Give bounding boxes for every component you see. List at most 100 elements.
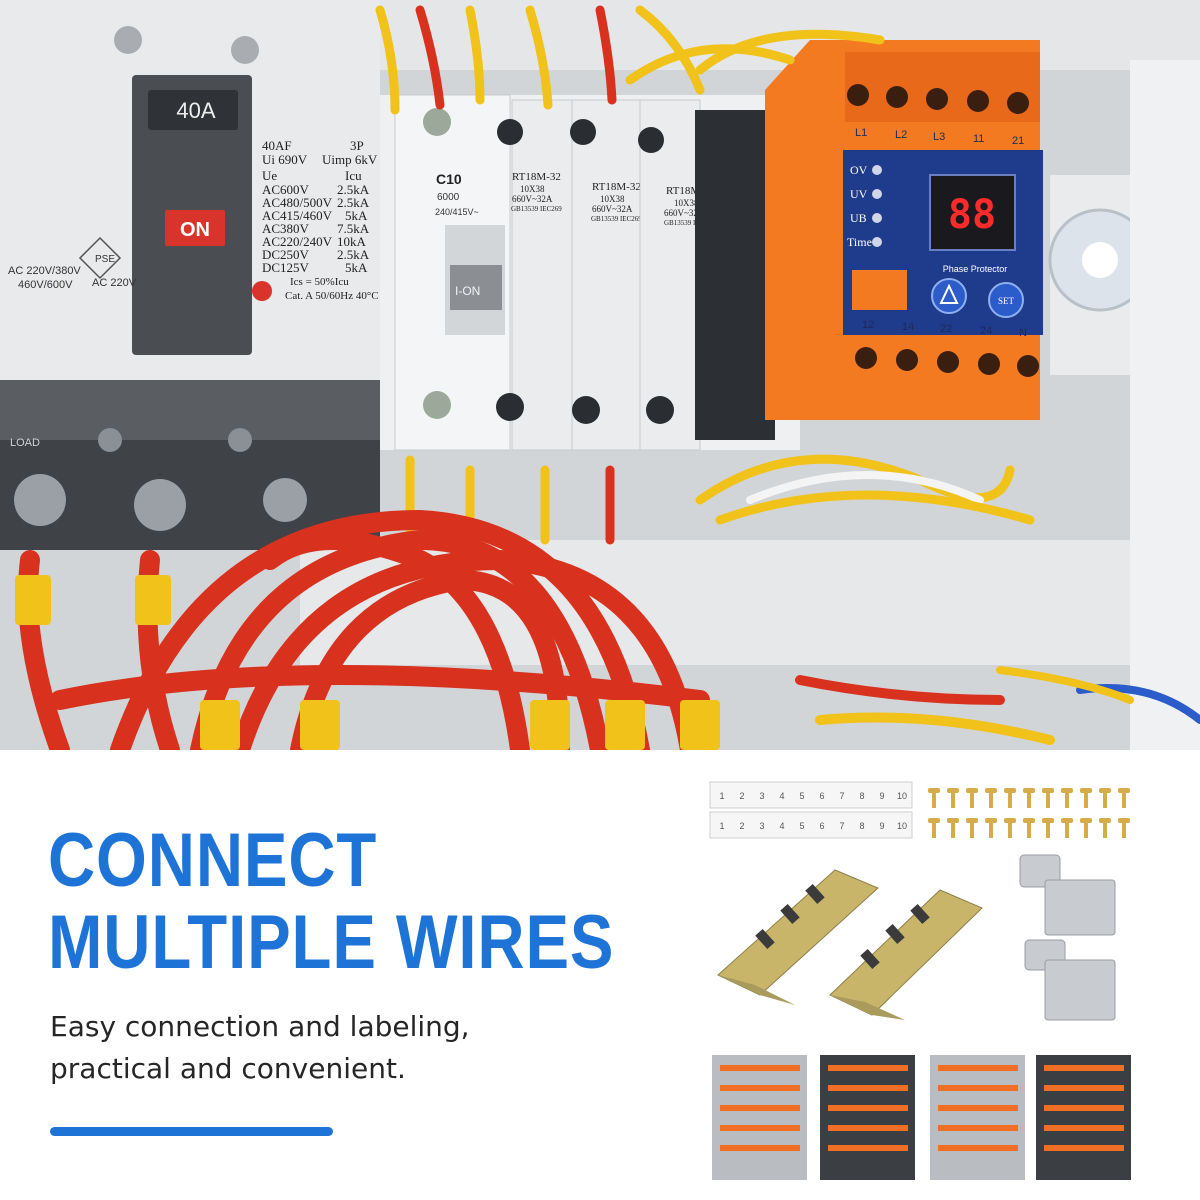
svg-text:OV: OV xyxy=(850,163,868,177)
up-arrow-icon xyxy=(931,278,967,314)
svg-text:AC600V: AC600V xyxy=(262,182,310,197)
svg-text:1: 1 xyxy=(719,791,724,801)
svg-text:N: N xyxy=(1019,327,1027,339)
svg-text:Cat. A 50/60Hz 40°C: Cat. A 50/60Hz 40°C xyxy=(285,290,379,302)
headline: CONNECT MULTIPLE WIRES xyxy=(48,820,614,984)
screw-icon xyxy=(114,26,142,54)
svg-text:I-ON: I-ON xyxy=(455,284,480,298)
terminal-screw-icon xyxy=(134,479,186,531)
terminal-screw-icon xyxy=(14,474,66,526)
screw-icon xyxy=(231,36,259,64)
svg-text:6: 6 xyxy=(819,791,824,801)
headline-line-2: MULTIPLE WIRES xyxy=(48,900,615,985)
svg-text:2.5kA: 2.5kA xyxy=(337,247,370,262)
phase-protector: L1 L2 L3 11 21 OV UV UB Time 88 Phase Pr… xyxy=(765,40,1043,420)
svg-text:SET: SET xyxy=(998,296,1015,306)
svg-text:22: 22 xyxy=(940,323,952,335)
svg-text:10kA: 10kA xyxy=(337,234,367,249)
svg-text:UB: UB xyxy=(850,211,867,225)
feature-description-line-1: Easy connection and labeling, xyxy=(50,1010,470,1043)
svg-text:240/415V~: 240/415V~ xyxy=(435,207,479,217)
terminal-screw-icon xyxy=(263,478,307,522)
svg-text:40AF: 40AF xyxy=(262,138,292,153)
svg-text:24: 24 xyxy=(980,325,992,337)
svg-text:12: 12 xyxy=(862,319,874,331)
svg-text:GB13539 IEC269: GB13539 IEC269 xyxy=(664,219,715,227)
svg-text:PSE: PSE xyxy=(95,254,115,265)
breaker-side-label: AC 220V/380V 460V/600V AC 220V PSE xyxy=(8,254,137,291)
svg-text:460V/600V: 460V/600V xyxy=(18,279,73,291)
cabinet-side-rail xyxy=(1130,60,1200,750)
svg-text:10X38: 10X38 xyxy=(600,194,625,204)
svg-text:4: 4 xyxy=(779,821,784,831)
cable-lugs xyxy=(15,575,720,750)
svg-text:21: 21 xyxy=(1012,135,1024,147)
mcb-breaker: C10 6000 240/415V~ I-ON xyxy=(394,94,511,451)
svg-text:Uimp 6kV: Uimp 6kV xyxy=(322,152,378,167)
main-circuit-breaker: 40A ON xyxy=(132,75,272,355)
svg-text:3: 3 xyxy=(759,791,764,801)
svg-text:2: 2 xyxy=(739,821,744,831)
svg-text:7: 7 xyxy=(839,791,844,801)
svg-text:8: 8 xyxy=(859,791,864,801)
product-kit-illustration: 1 2 3 4 5 6 7 8 9 10 1 2 3 4 5 6 7 8 9 1… xyxy=(700,770,1180,1190)
svg-text:RT18M-32: RT18M-32 xyxy=(592,181,641,193)
svg-text:L2: L2 xyxy=(895,129,907,141)
svg-text:AC 220V/380V: AC 220V/380V xyxy=(8,265,81,277)
lower-right-wires xyxy=(795,666,1200,745)
svg-text:GB13539 IEC269: GB13539 IEC269 xyxy=(511,205,562,213)
svg-text:GB13539 IEC269: GB13539 IEC269 xyxy=(591,215,642,223)
screw-icon xyxy=(423,108,451,136)
svg-text:DC125V: DC125V xyxy=(262,260,310,275)
svg-text:2.5kA: 2.5kA xyxy=(337,195,370,210)
fuse-holder: RT18M-32 10X38 660V~32A GB13539 IEC269 xyxy=(570,99,642,451)
svg-text:6000: 6000 xyxy=(437,192,460,203)
breaker-spec-label: 40AF 3P Ui 690V Uimp 6kV Ue Icu AC600V A… xyxy=(262,138,379,302)
svg-text:3P: 3P xyxy=(350,138,364,153)
svg-text:L3: L3 xyxy=(933,131,945,143)
marker-strip: 1 2 3 4 5 6 7 8 9 10 1 2 3 4 5 6 7 8 9 1… xyxy=(709,781,913,839)
svg-text:9: 9 xyxy=(879,821,884,831)
screw-icon xyxy=(423,391,451,419)
svg-text:Icu: Icu xyxy=(345,168,362,183)
accent-underline xyxy=(50,1127,333,1136)
svg-text:AC380V: AC380V xyxy=(262,221,310,236)
terminal-block-group-gray xyxy=(930,1055,1025,1180)
terminal-block-group-black xyxy=(1036,1055,1131,1180)
svg-text:7.5kA: 7.5kA xyxy=(337,221,370,236)
svg-text:UV: UV xyxy=(850,187,868,201)
end-stop xyxy=(1019,854,1116,1021)
terminal-block-group-gray xyxy=(712,1055,807,1180)
svg-text:10X38: 10X38 xyxy=(674,198,699,208)
svg-text:5: 5 xyxy=(799,791,804,801)
svg-text:5kA: 5kA xyxy=(345,260,368,275)
svg-text:AC415/460V: AC415/460V xyxy=(262,208,333,223)
svg-text:AC 220V: AC 220V xyxy=(92,277,137,289)
svg-text:660V~32A: 660V~32A xyxy=(592,204,633,214)
fuse-holder: RT18M-32 10X38 660V~32A GB13539 IEC269 xyxy=(496,99,573,451)
protector-display: 88 xyxy=(948,192,996,238)
svg-text:10X38: 10X38 xyxy=(520,184,545,194)
svg-text:5kA: 5kA xyxy=(345,208,368,223)
svg-text:9: 9 xyxy=(879,791,884,801)
middle-wires xyxy=(405,454,1035,545)
svg-text:C10: C10 xyxy=(436,171,462,187)
svg-text:5: 5 xyxy=(799,821,804,831)
svg-text:Ui 690V: Ui 690V xyxy=(262,152,308,167)
svg-text:3: 3 xyxy=(759,821,764,831)
screw-set xyxy=(928,788,1130,838)
svg-text:L1: L1 xyxy=(855,127,867,139)
svg-text:660V~32A: 660V~32A xyxy=(664,208,705,218)
din-rail xyxy=(829,889,983,1020)
feature-description-line-2: practical and convenient. xyxy=(50,1052,406,1085)
headline-line-1: CONNECT xyxy=(48,818,378,903)
svg-text:11: 11 xyxy=(973,133,984,145)
svg-text:Phase Protector: Phase Protector xyxy=(943,264,1008,274)
dark-module xyxy=(695,110,775,440)
svg-text:10: 10 xyxy=(897,821,907,831)
breaker-state: ON xyxy=(180,219,210,241)
set-button-icon xyxy=(988,282,1024,318)
load-label: LOAD xyxy=(10,437,40,449)
svg-text:2: 2 xyxy=(739,791,744,801)
fuse-holder: RT18M-32 10X38 660V~32A GB13539 IEC269 xyxy=(638,99,715,451)
